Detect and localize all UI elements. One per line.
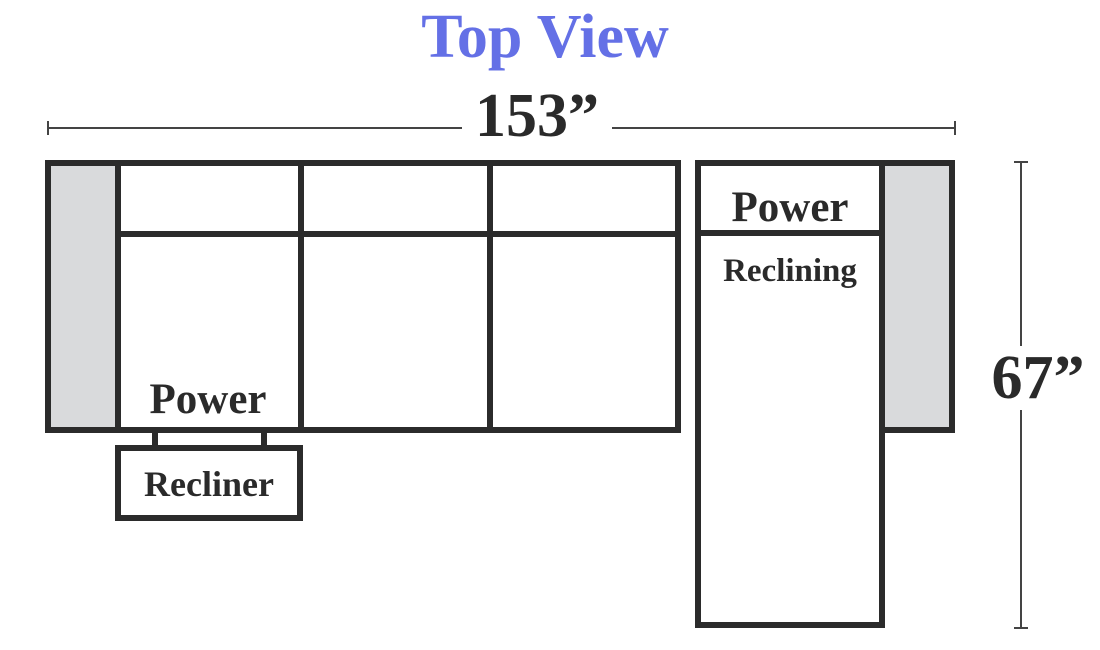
recliner-footrest (115, 445, 303, 521)
right-chaise-seat (695, 230, 885, 628)
reclining-label: Reclining (723, 253, 857, 289)
left-power-label: Power (149, 376, 267, 423)
left-arm (45, 160, 121, 433)
right-power-label: Power (731, 184, 849, 231)
right-arm (879, 160, 955, 433)
depth-dimension-label: 67” (984, 346, 1092, 410)
diagram-title: Top View (421, 3, 669, 71)
width-dimension-label: 153” (462, 84, 612, 148)
left-section-frame (115, 160, 681, 433)
recliner-label: Recliner (144, 464, 274, 504)
